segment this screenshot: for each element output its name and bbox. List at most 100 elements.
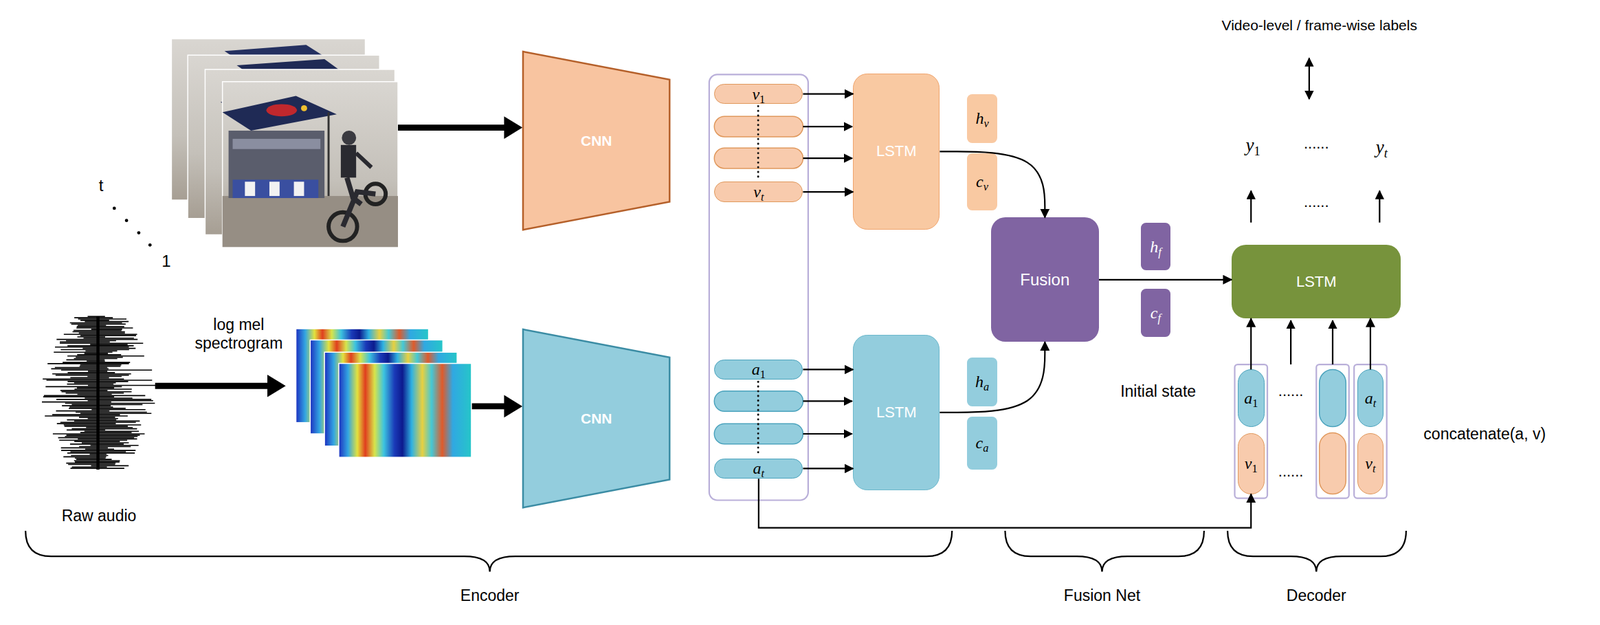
audio-waveform-part <box>76 336 106 338</box>
audio-waveform-part <box>60 389 108 392</box>
audio-waveform-part <box>60 349 129 351</box>
audio-waveform-part <box>76 327 133 329</box>
audio-waveform-part <box>85 448 115 450</box>
audio-waveform-part <box>74 358 118 360</box>
math-symbol: v <box>1244 454 1253 473</box>
audio-waveform-part <box>80 319 110 321</box>
audio-waveform-part <box>87 370 108 372</box>
math-symbol: h <box>975 372 984 391</box>
audio-waveform-part <box>70 322 123 324</box>
audio-waveform-part <box>74 382 117 384</box>
feature-pill: a1 <box>714 359 803 381</box>
audio-waveform-part <box>70 454 108 457</box>
audio-waveform-part <box>42 378 124 380</box>
math-symbol: v <box>751 85 760 104</box>
audio-waveform-part <box>77 324 106 326</box>
state-box: hf <box>1140 222 1171 271</box>
audio-waveform-part <box>90 343 128 346</box>
math-subscript: a <box>982 441 989 455</box>
audio-waveform-part <box>71 323 126 326</box>
math-subscript: t <box>1372 461 1376 475</box>
audio-waveform-part <box>55 374 130 376</box>
spectrogram-stack <box>296 328 472 458</box>
math-subscript: 1 <box>760 367 766 381</box>
connector-arrow <box>802 191 853 193</box>
audio-waveform-part <box>54 346 129 348</box>
audio-waveform-part <box>82 347 136 350</box>
audio-waveform-part <box>87 384 156 387</box>
node-label: LSTM <box>876 143 917 159</box>
math-symbol: y <box>1375 137 1385 159</box>
cnn-encoder: CNN <box>522 328 671 508</box>
audio-waveform-part <box>80 334 137 337</box>
state-box: cv <box>967 153 997 211</box>
node-label: LSTM <box>876 404 917 420</box>
audio-waveform-part <box>67 452 135 454</box>
audio-waveform-part <box>59 341 110 343</box>
math-symbol: a <box>1364 389 1374 407</box>
feature-pill: at <box>714 458 803 480</box>
audio-waveform-part <box>61 369 152 371</box>
output-arrow-part <box>1250 191 1252 223</box>
output-symbol: yt <box>1375 137 1388 159</box>
video-frames-part <box>222 81 398 248</box>
audio-waveform-part <box>76 353 121 356</box>
input-arrow <box>469 395 523 418</box>
math-symbol: h <box>975 109 984 128</box>
audio-waveform-part <box>79 416 116 418</box>
video-frames-part-part <box>342 191 376 227</box>
math-subscript: v <box>983 180 989 194</box>
feature-pill: v1 <box>714 83 803 105</box>
audio-waveform-part <box>80 431 132 433</box>
audio-waveform-part <box>91 328 123 330</box>
audio-waveform-part <box>74 388 132 390</box>
node-label: ca <box>975 434 990 451</box>
ellipsis: ...... <box>1278 382 1304 400</box>
audio-waveform-part <box>57 422 117 425</box>
audio-waveform-part <box>60 421 137 423</box>
audio-waveform-part <box>64 425 128 427</box>
output-arrow-part <box>1378 191 1381 223</box>
video-frames-part-part <box>269 181 280 196</box>
math-subscript: 1 <box>759 92 765 106</box>
node-label: v1 <box>751 85 765 103</box>
concat-pill: vt <box>1357 432 1385 495</box>
ellipsis: ...... <box>1303 193 1330 211</box>
blank-feature-pill <box>714 116 803 444</box>
audio-waveform-part <box>46 379 153 381</box>
audio-waveform-part <box>66 434 141 436</box>
audio-waveform-part <box>63 333 138 335</box>
node-label: ha <box>975 373 990 390</box>
annotation: concatenate(a, v) <box>1423 424 1546 443</box>
audio-waveform-part <box>65 402 156 405</box>
section-brace <box>25 530 1407 572</box>
fusion-block: Fusion <box>991 217 1099 342</box>
audio-waveform-part <box>53 351 113 353</box>
section-label: Encoder <box>460 585 520 604</box>
audio-waveform-part <box>44 415 128 417</box>
video-frames-part-part <box>341 130 357 146</box>
audio-waveform-part <box>50 368 108 370</box>
audio-waveform-part <box>70 450 126 453</box>
video-frames-part-part <box>222 96 337 131</box>
audio-waveform-part <box>86 360 106 362</box>
blank-concat-pill <box>1319 369 1347 494</box>
sequence-dots-part <box>125 218 129 222</box>
section-label: Fusion Net <box>1063 585 1141 604</box>
node-label: vt <box>1364 454 1376 472</box>
math-symbol: a <box>751 360 761 379</box>
audio-waveform-part <box>43 395 115 398</box>
audio-waveform-part <box>67 345 134 347</box>
audio-waveform-part <box>62 361 130 363</box>
state-box: cf <box>1140 288 1171 337</box>
audio-waveform-part <box>75 356 124 359</box>
ellipsis-line-part <box>757 381 760 455</box>
sequence-index: t <box>98 175 104 196</box>
math-subscript: t <box>760 190 765 204</box>
math-symbol: c <box>975 433 984 452</box>
connector-arrow <box>1369 318 1372 370</box>
video-frames <box>171 38 398 247</box>
lstm-block: LSTM <box>852 73 940 230</box>
